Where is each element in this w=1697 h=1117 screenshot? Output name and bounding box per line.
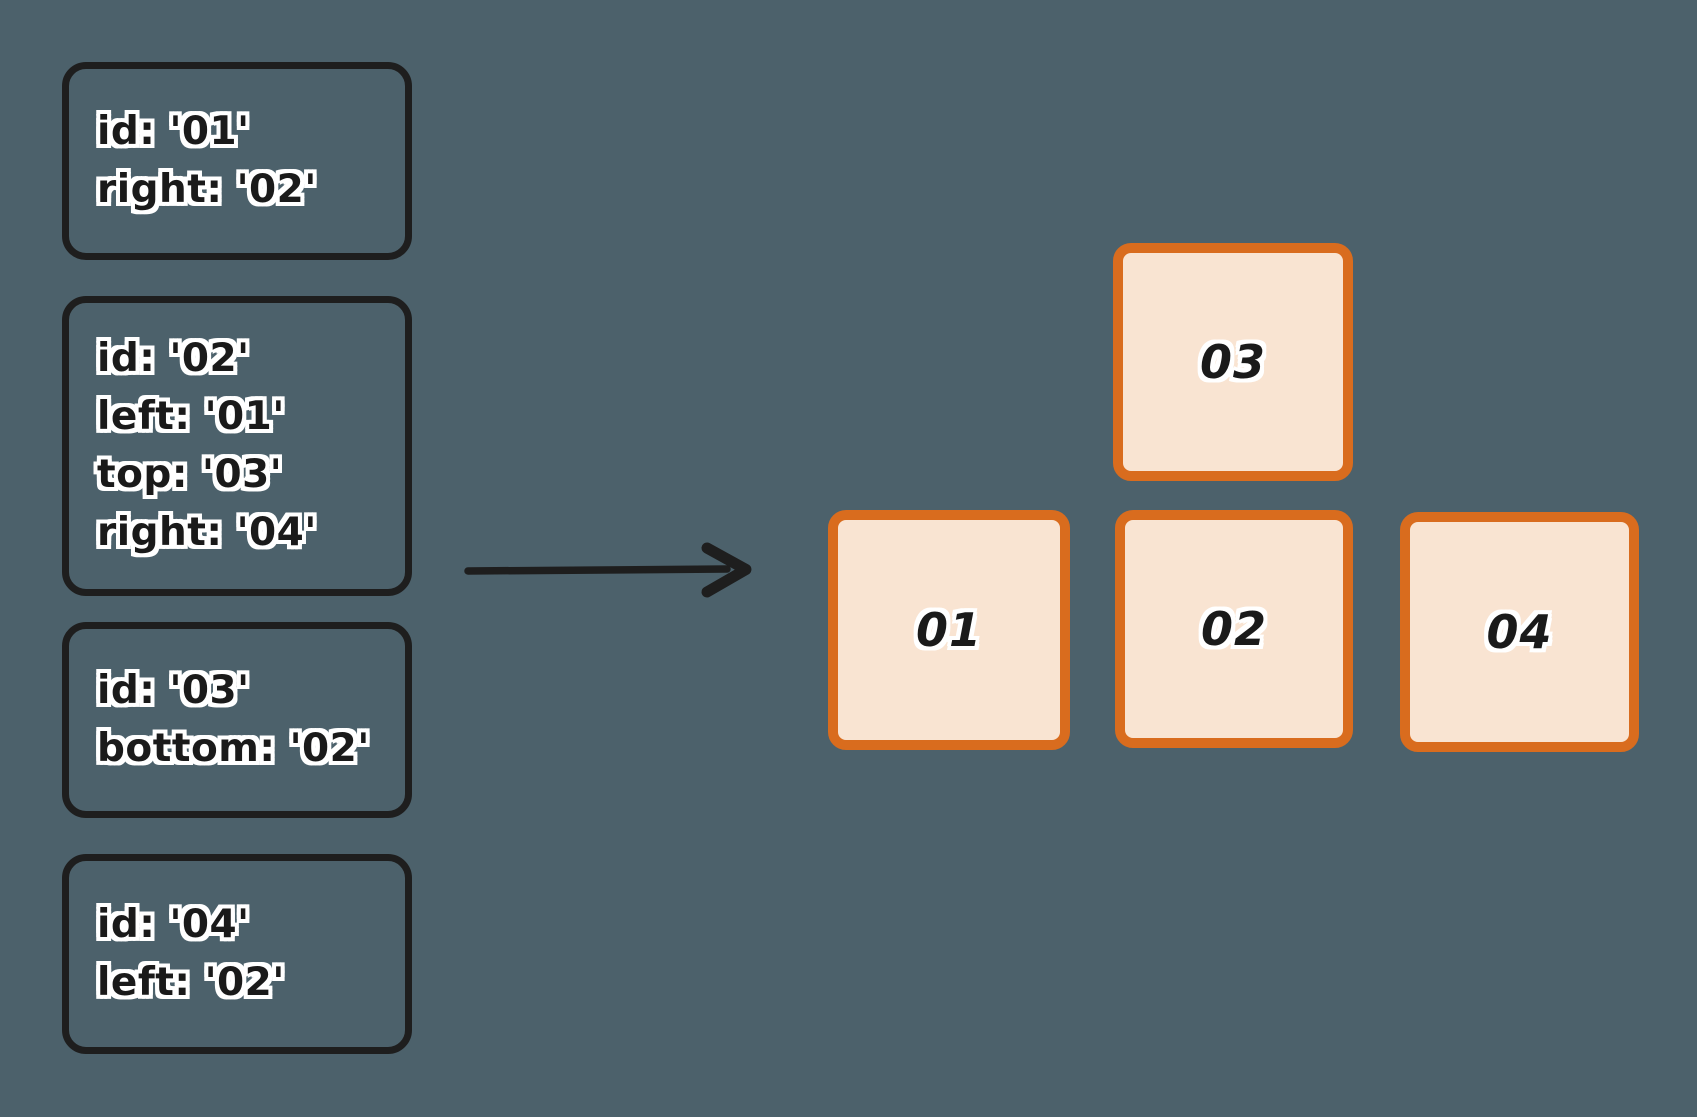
spec-line-id: id: '01' bbox=[97, 109, 250, 154]
node-label: 02 bbox=[1200, 602, 1267, 656]
spec-line-top: top: '03' bbox=[97, 452, 283, 497]
node-02: 02 bbox=[1115, 510, 1353, 748]
node-label: 01 bbox=[915, 603, 982, 657]
spec-line-right: right: '02' bbox=[97, 167, 317, 212]
node-label: 03 bbox=[1199, 335, 1266, 389]
spec-line-bottom: bottom: '02' bbox=[97, 726, 370, 771]
spec-line-id: id: '04' bbox=[97, 902, 250, 947]
spec-card-04: id: '04' left: '02' bbox=[62, 854, 412, 1054]
spec-line-id: id: '03' bbox=[97, 668, 250, 713]
node-label: 04 bbox=[1486, 605, 1553, 659]
spec-line-right: right: '04' bbox=[97, 510, 317, 555]
spec-line-id: id: '02' bbox=[97, 336, 250, 381]
node-03: 03 bbox=[1113, 243, 1353, 481]
spec-card-03: id: '03' bottom: '02' bbox=[62, 622, 412, 818]
node-01: 01 bbox=[828, 510, 1070, 750]
spec-line-left: left: '02' bbox=[97, 960, 285, 1005]
node-04: 04 bbox=[1400, 512, 1639, 752]
right-arrow-icon bbox=[464, 542, 752, 598]
spec-card-01: id: '01' right: '02' bbox=[62, 62, 412, 260]
spec-line-left: left: '01' bbox=[97, 394, 285, 439]
spec-card-02: id: '02' left: '01' top: '03' right: '04… bbox=[62, 296, 412, 596]
